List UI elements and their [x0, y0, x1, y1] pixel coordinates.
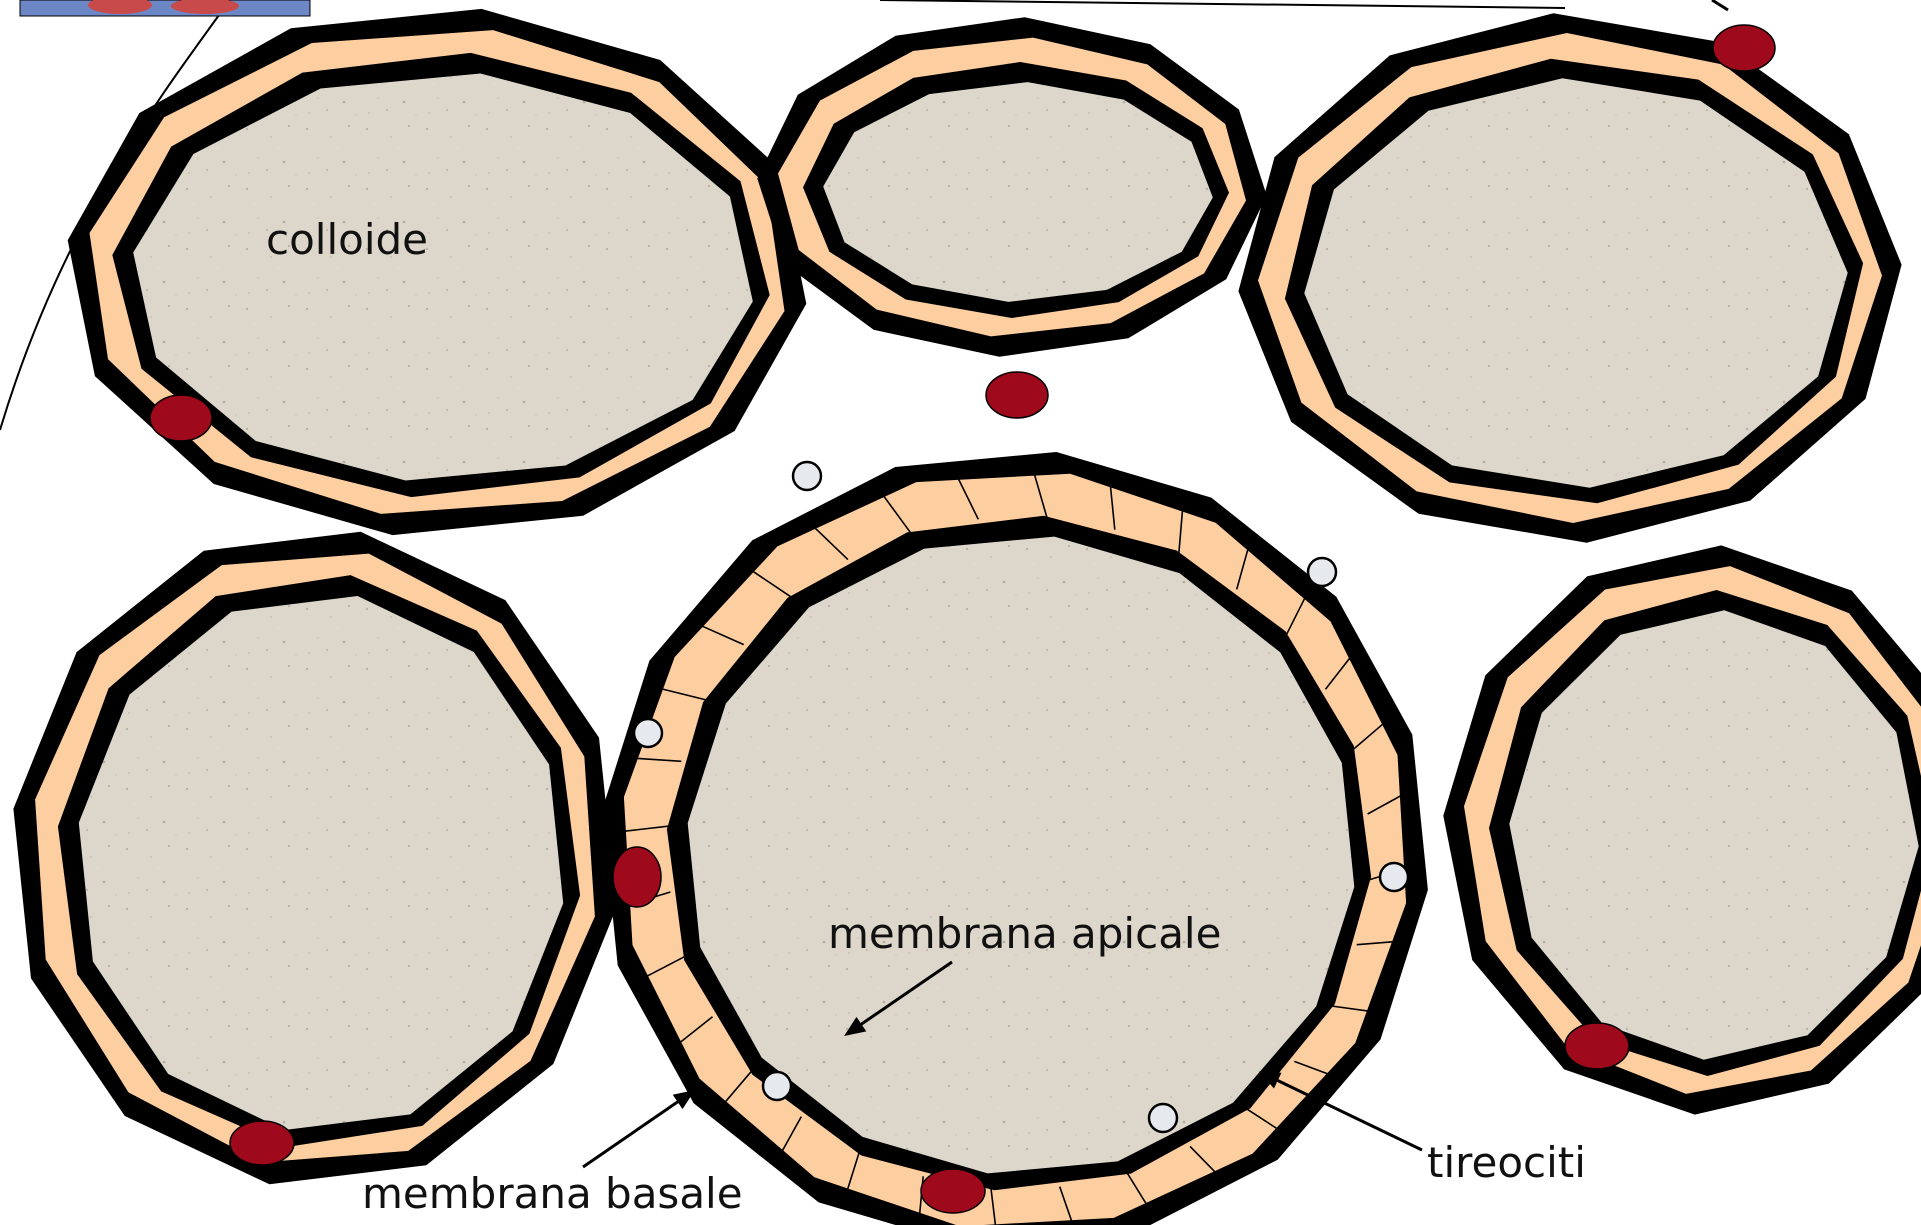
- follicle-top-center: [757, 17, 1266, 357]
- red-nucleus: [921, 1169, 985, 1213]
- red-nucleus: [1565, 1023, 1629, 1069]
- arrow-basal-membrane: [583, 1092, 692, 1167]
- follicle-bottom-left: [13, 532, 616, 1185]
- vesicle-dot: [1380, 863, 1408, 891]
- label-thyrocytes: tireociti: [1427, 1142, 1586, 1184]
- vesicle-dot: [1149, 1104, 1177, 1132]
- label-basal-membrane: membrana basale: [362, 1173, 743, 1215]
- vesicle-dot: [634, 719, 662, 747]
- red-nucleus: [150, 395, 212, 441]
- vesicle-dot: [1308, 558, 1336, 586]
- red-nucleus: [230, 1121, 294, 1165]
- red-nucleus: [1713, 25, 1775, 71]
- thyroid-thumbnail-image: [20, 0, 310, 16]
- label-apical-membrane: membrana apicale: [828, 913, 1221, 955]
- vesicle-dot: [793, 462, 821, 490]
- red-nucleus: [613, 847, 661, 907]
- red-nucleus: [986, 372, 1048, 418]
- follicle-bottom-right: [1443, 545, 1921, 1114]
- vesicle-dot: [763, 1072, 791, 1100]
- connector-line: [880, 0, 1565, 8]
- follicle-center: [602, 452, 1428, 1225]
- connector-line: [1712, 0, 1728, 10]
- follicle-top-right: [1238, 13, 1901, 542]
- follicle-top-left: [68, 9, 807, 535]
- label-colloid: colloide: [266, 219, 428, 261]
